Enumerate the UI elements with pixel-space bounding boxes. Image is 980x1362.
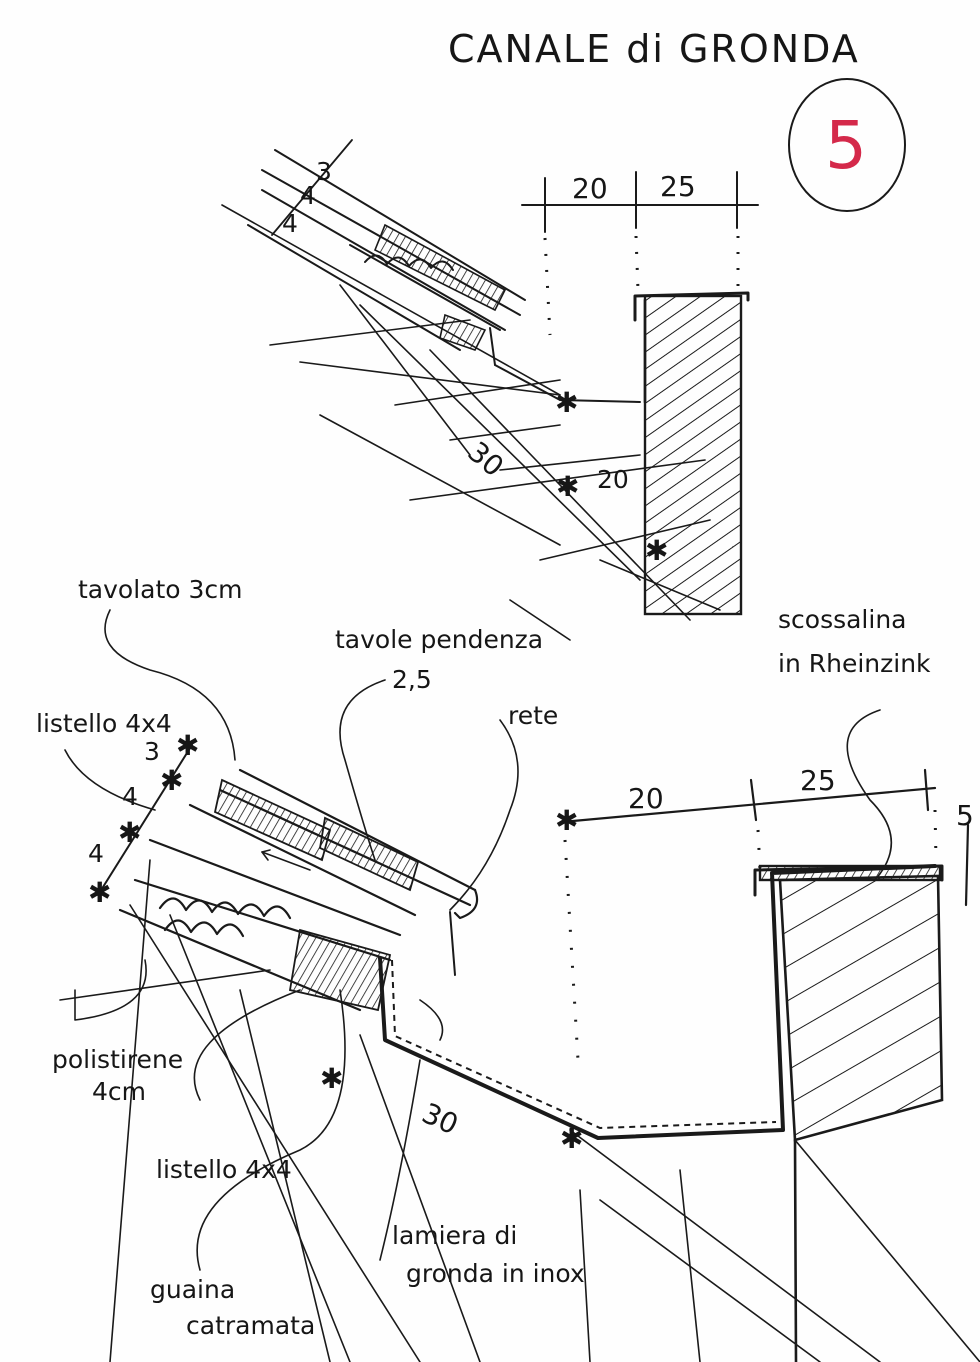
- upper-plank-hatch: [373, 223, 507, 312]
- label-leaders: [64, 609, 893, 1271]
- upper-marker: ✱: [645, 534, 668, 567]
- lower-layer-marker: ✱: [118, 816, 141, 849]
- upper-top-dimension: [521, 171, 759, 233]
- lower-dim-marker: ✱: [555, 804, 578, 837]
- label-polistirene-1: polistirene: [52, 1045, 183, 1074]
- lower-layer-marker: ✱: [160, 764, 183, 797]
- upper-flashing-cap: [633, 291, 750, 322]
- drip-arrow: [449, 911, 456, 976]
- lower-layer-dim-3: 4: [88, 839, 104, 868]
- lower-top-dimension: [560, 768, 970, 907]
- lower-layer-dim-2: 4: [122, 782, 138, 811]
- lower-dim-5: 5: [956, 799, 974, 832]
- gutter-lining: [391, 959, 777, 1130]
- lower-marker: ✱: [320, 1062, 343, 1095]
- upper-layer-dim-2: 4: [300, 181, 316, 210]
- label-tavole-pendenza-dim: 2,5: [392, 665, 432, 694]
- upper-layer-dim-line: [271, 139, 353, 236]
- lower-plank-hatch: [213, 778, 332, 862]
- lower-roof-layers: [118, 768, 479, 1012]
- label-lamiera-1: lamiera di: [392, 1221, 517, 1250]
- upper-marker: ✱: [556, 470, 579, 503]
- upper-dim-25: 25: [660, 170, 696, 203]
- upper-inner-dim: 20: [597, 465, 629, 494]
- flow-arrow-head: [261, 849, 271, 861]
- upper-marker: ✱: [555, 386, 578, 419]
- lower-insulation-wave: [163, 919, 245, 938]
- label-lamiera-2: gronda in inox: [406, 1259, 585, 1288]
- upper-layer-dim-1: 4: [282, 209, 298, 238]
- label-listello-top: listello 4x4: [36, 709, 172, 738]
- lower-dotted-guides: [563, 809, 938, 1061]
- drawing-title: CANALE di GRONDA: [448, 27, 860, 71]
- lower-parapet-wall: [778, 874, 944, 1142]
- label-listello-bottom: listello 4x4: [156, 1155, 292, 1184]
- label-tavolato: tavolato 3cm: [78, 575, 243, 604]
- label-rete: rete: [508, 701, 558, 730]
- flow-arrow: [261, 851, 311, 871]
- lower-dim-25: 25: [800, 764, 836, 797]
- upper-dotted-guides: [543, 235, 740, 336]
- label-scossalina-1: scossalina: [778, 605, 907, 634]
- upper-detail: 4 4 3 20 25 ✱ ✱ ✱ 30 20: [221, 139, 759, 641]
- lower-layer-dim-line: [97, 744, 193, 896]
- label-guaina-2: catramata: [186, 1311, 315, 1340]
- label-scossalina-2: in Rheinzink: [778, 649, 931, 678]
- upper-parapet-wall: [643, 294, 743, 616]
- upper-batten-hatch: [439, 313, 487, 351]
- sheet-number-circle: [788, 78, 906, 212]
- label-polistirene-2: 4cm: [92, 1077, 146, 1106]
- lower-insulation-wave: [158, 897, 292, 920]
- lower-wall-edge: [793, 1138, 798, 1362]
- lower-layer-marker: ✱: [88, 876, 111, 909]
- lower-layer-marker: ✱: [176, 729, 199, 762]
- upper-roof-layers: [247, 149, 641, 403]
- lower-construction-lines: [59, 859, 980, 1362]
- label-guaina-1: guaina: [150, 1275, 235, 1304]
- upper-insulation-wave: [364, 254, 454, 271]
- lower-marker: ✱: [560, 1122, 583, 1155]
- lower-slope-plank-hatch: [318, 816, 420, 892]
- lower-dim-20: 20: [628, 782, 664, 815]
- upper-layer-dim-3: 3: [316, 157, 332, 186]
- lower-batten-hatch: [288, 928, 392, 1012]
- label-tavole-pendenza: tavole pendenza: [335, 625, 543, 654]
- lower-layer-dim-1: 3: [144, 737, 160, 766]
- upper-dim-20: 20: [572, 172, 608, 205]
- lower-detail: ✱ ✱ ✱ ✱ 3 4 4 ✱ 20 25 5 ✱ ✱ 30: [36, 575, 980, 1362]
- lower-flashing: [753, 864, 944, 897]
- sheet-number: 5: [825, 107, 867, 184]
- lower-slope-dim: 30: [417, 1096, 463, 1141]
- upper-slope-dim: 30: [462, 435, 511, 483]
